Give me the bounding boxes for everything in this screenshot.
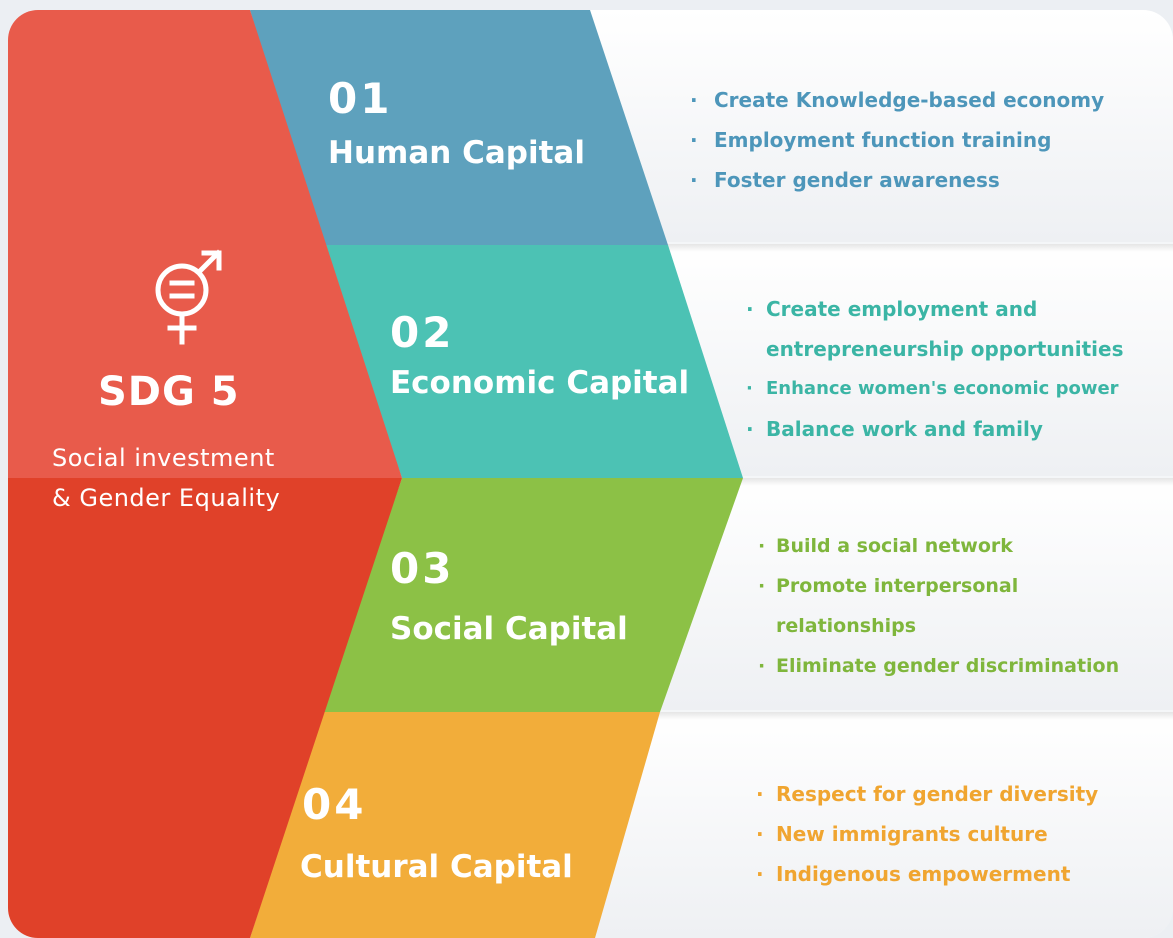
gender-equality-icon xyxy=(155,249,222,345)
bullet-text: relationships xyxy=(776,615,917,637)
human-capital-bullets: · Create Knowledge-based economy · Employm… xyxy=(690,80,1104,200)
bullet-text: Employment function training xyxy=(714,128,1052,152)
capital-number-04: 04 xyxy=(302,780,367,829)
bullet-dot: · xyxy=(746,378,753,399)
bullet-item: · New immigrants culture xyxy=(756,814,1098,854)
row-divider-shadow xyxy=(640,712,1173,720)
band-human-capital xyxy=(250,10,668,245)
capital-number-03: 03 xyxy=(390,544,455,593)
bullet-item: · Employment function training xyxy=(690,120,1104,160)
economic-capital-bullets: · Create employment and entrepreneurship … xyxy=(746,289,1123,449)
bullet-dot: · xyxy=(746,417,754,441)
sdg-hub-lower xyxy=(8,478,402,938)
bullet-text: Promote interpersonal xyxy=(776,575,1019,597)
bullet-item: relationships xyxy=(758,606,1119,646)
row-divider-shadow xyxy=(640,478,1173,486)
bullet-item: · Foster gender awareness xyxy=(690,160,1104,200)
bullet-dot: · xyxy=(758,655,766,677)
bullet-item: · Eliminate gender discrimination xyxy=(758,646,1119,686)
sdg-subtitle-line2: & Gender Equality xyxy=(52,484,281,512)
bullet-text: Create Knowledge-based economy xyxy=(714,88,1105,112)
bullet-text: Build a social network xyxy=(776,535,1013,557)
row-bg-human xyxy=(560,10,1173,242)
sdg-hub-upper xyxy=(8,10,402,478)
social-capital-bullets: · Build a social network · Promote interpe… xyxy=(758,526,1119,686)
bullet-item: · Create employment and xyxy=(746,289,1123,329)
sdg-subtitle-line1: Social investment xyxy=(52,444,275,472)
bullet-item: · Build a social network xyxy=(758,526,1119,566)
bullet-text: Create employment and xyxy=(766,297,1038,321)
capital-name-economic: Economic Capital xyxy=(390,365,690,401)
bullet-text: Indigenous empowerment xyxy=(776,862,1071,886)
bullet-text: entrepreneurship opportunities xyxy=(766,337,1124,361)
cultural-capital-bullets: · Respect for gender diversity · New immig… xyxy=(756,774,1098,894)
row-bg-cultural xyxy=(560,712,1173,938)
bullet-dot: · xyxy=(756,782,764,806)
bullet-text: New immigrants culture xyxy=(776,822,1048,846)
capital-name-social: Social Capital xyxy=(390,611,628,647)
bullet-text: Eliminate gender discrimination xyxy=(776,655,1120,677)
bullet-dot xyxy=(746,329,766,369)
bullet-item: · Enhance women's economic power xyxy=(746,369,1123,409)
bullet-item: · Create Knowledge-based economy xyxy=(690,80,1104,120)
bullet-dot xyxy=(758,606,776,646)
bullet-item: · Promote interpersonal xyxy=(758,566,1119,606)
bullet-text: Balance work and family xyxy=(766,417,1043,441)
bullet-item: · Respect for gender diversity xyxy=(756,774,1098,814)
row-divider-shadow xyxy=(640,244,1173,252)
bullet-dot: · xyxy=(746,297,754,321)
bullet-dot: · xyxy=(758,535,766,557)
bullet-item: entrepreneurship opportunities xyxy=(746,329,1123,369)
band-cultural-capital xyxy=(250,712,660,938)
bullet-dot: · xyxy=(756,862,764,886)
bullet-dot: · xyxy=(690,88,698,112)
bullet-text: Enhance women's economic power xyxy=(766,378,1119,399)
capital-name-human: Human Capital xyxy=(328,135,585,171)
capital-number-02: 02 xyxy=(390,308,455,357)
band-social-capital xyxy=(322,478,743,712)
bullet-dot: · xyxy=(756,822,764,846)
band-economic-capital xyxy=(320,245,743,478)
bullet-item: · Balance work and family xyxy=(746,409,1123,449)
sdg-title: SDG 5 xyxy=(98,369,240,415)
capital-number-01: 01 xyxy=(328,74,393,123)
bullet-text: Foster gender awareness xyxy=(714,168,1000,192)
bullet-item: · Indigenous empowerment xyxy=(756,854,1098,894)
bullet-dot: · xyxy=(690,128,698,152)
bullet-dot: · xyxy=(758,575,766,597)
capital-name-cultural: Cultural Capital xyxy=(300,849,573,885)
bullet-text: Respect for gender diversity xyxy=(776,782,1099,806)
bullet-dot: · xyxy=(690,168,698,192)
